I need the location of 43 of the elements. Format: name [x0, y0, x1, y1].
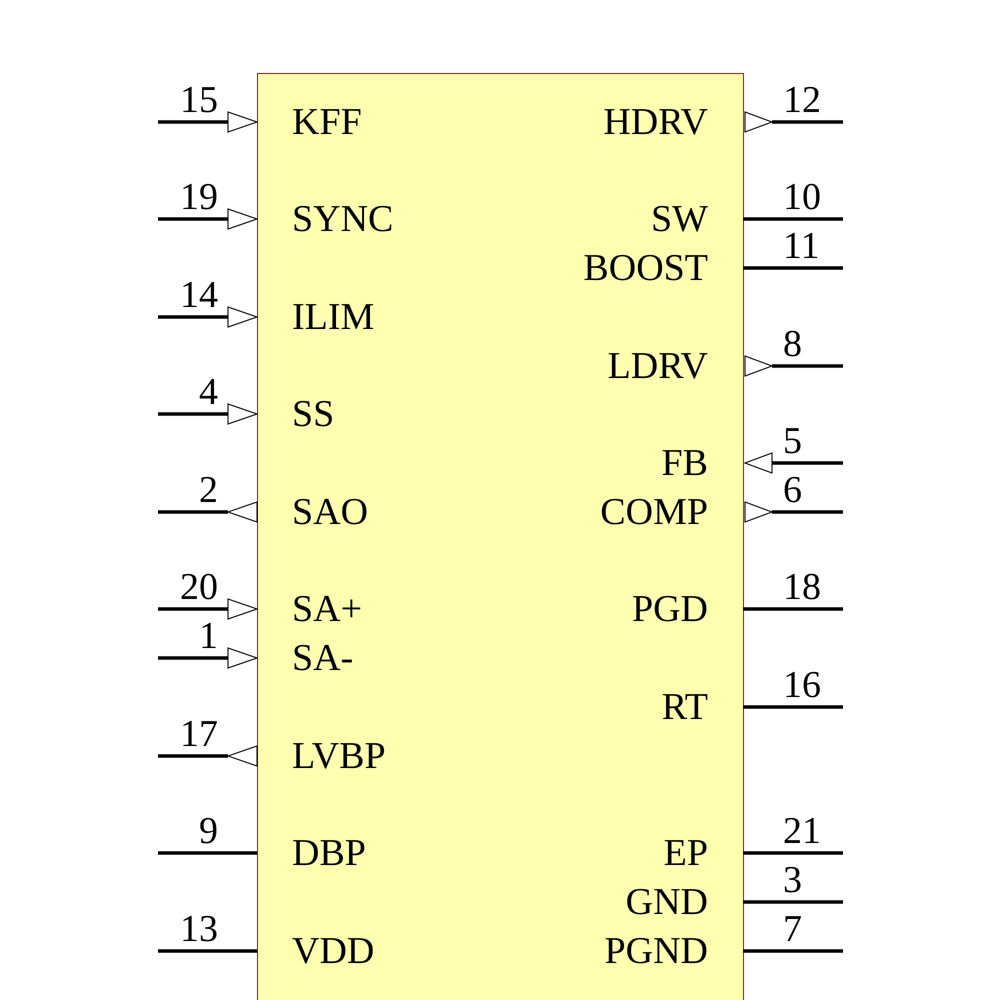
pin-name: VDD [292, 931, 374, 971]
pin-name: FB [662, 443, 708, 483]
pin-number: 7 [783, 909, 802, 949]
pin-number: 3 [783, 860, 802, 900]
pin-name: LVBP [292, 736, 386, 776]
pin-name: EP [664, 833, 708, 873]
pin-name: HDRV [603, 102, 708, 142]
pin-number: 17 [180, 714, 218, 754]
pin-number: 18 [783, 567, 821, 607]
pin-number: 16 [783, 665, 821, 705]
pin-number: 15 [180, 80, 218, 120]
pin-number: 14 [180, 275, 218, 315]
pin-name: LDRV [608, 346, 708, 386]
pin-number: 5 [783, 421, 802, 461]
pin-name: SA+ [292, 589, 362, 629]
pin-name: SYNC [292, 199, 394, 239]
pin-number: 11 [783, 226, 820, 266]
pin-name: RT [662, 687, 708, 727]
pin-number: 12 [783, 80, 821, 120]
pin-name: SAO [292, 492, 368, 532]
pin-number: 4 [199, 372, 218, 412]
pin-number: 8 [783, 324, 802, 364]
pin-number: 19 [180, 177, 218, 217]
pin-number: 20 [180, 567, 218, 607]
pin-name: COMP [600, 492, 708, 532]
pin-number: 13 [180, 909, 218, 949]
pin-name: SA- [292, 638, 354, 678]
pin-number: 9 [199, 811, 218, 851]
ic-body [257, 73, 744, 1000]
pin-name: SW [651, 199, 708, 239]
pin-name: BOOST [583, 248, 708, 288]
pin-name: KFF [292, 102, 362, 142]
pin-name: PGND [604, 931, 708, 971]
pin-number: 10 [783, 177, 821, 217]
pin-name: ILIM [292, 297, 374, 337]
pin-name: SS [292, 394, 334, 434]
pin-name: PGD [632, 589, 708, 629]
pin-number: 1 [199, 616, 218, 656]
pin-number: 2 [199, 470, 218, 510]
pin-number: 6 [783, 470, 802, 510]
pin-name: GND [626, 882, 708, 922]
pin-number: 21 [783, 811, 821, 851]
pin-name: DBP [292, 833, 366, 873]
